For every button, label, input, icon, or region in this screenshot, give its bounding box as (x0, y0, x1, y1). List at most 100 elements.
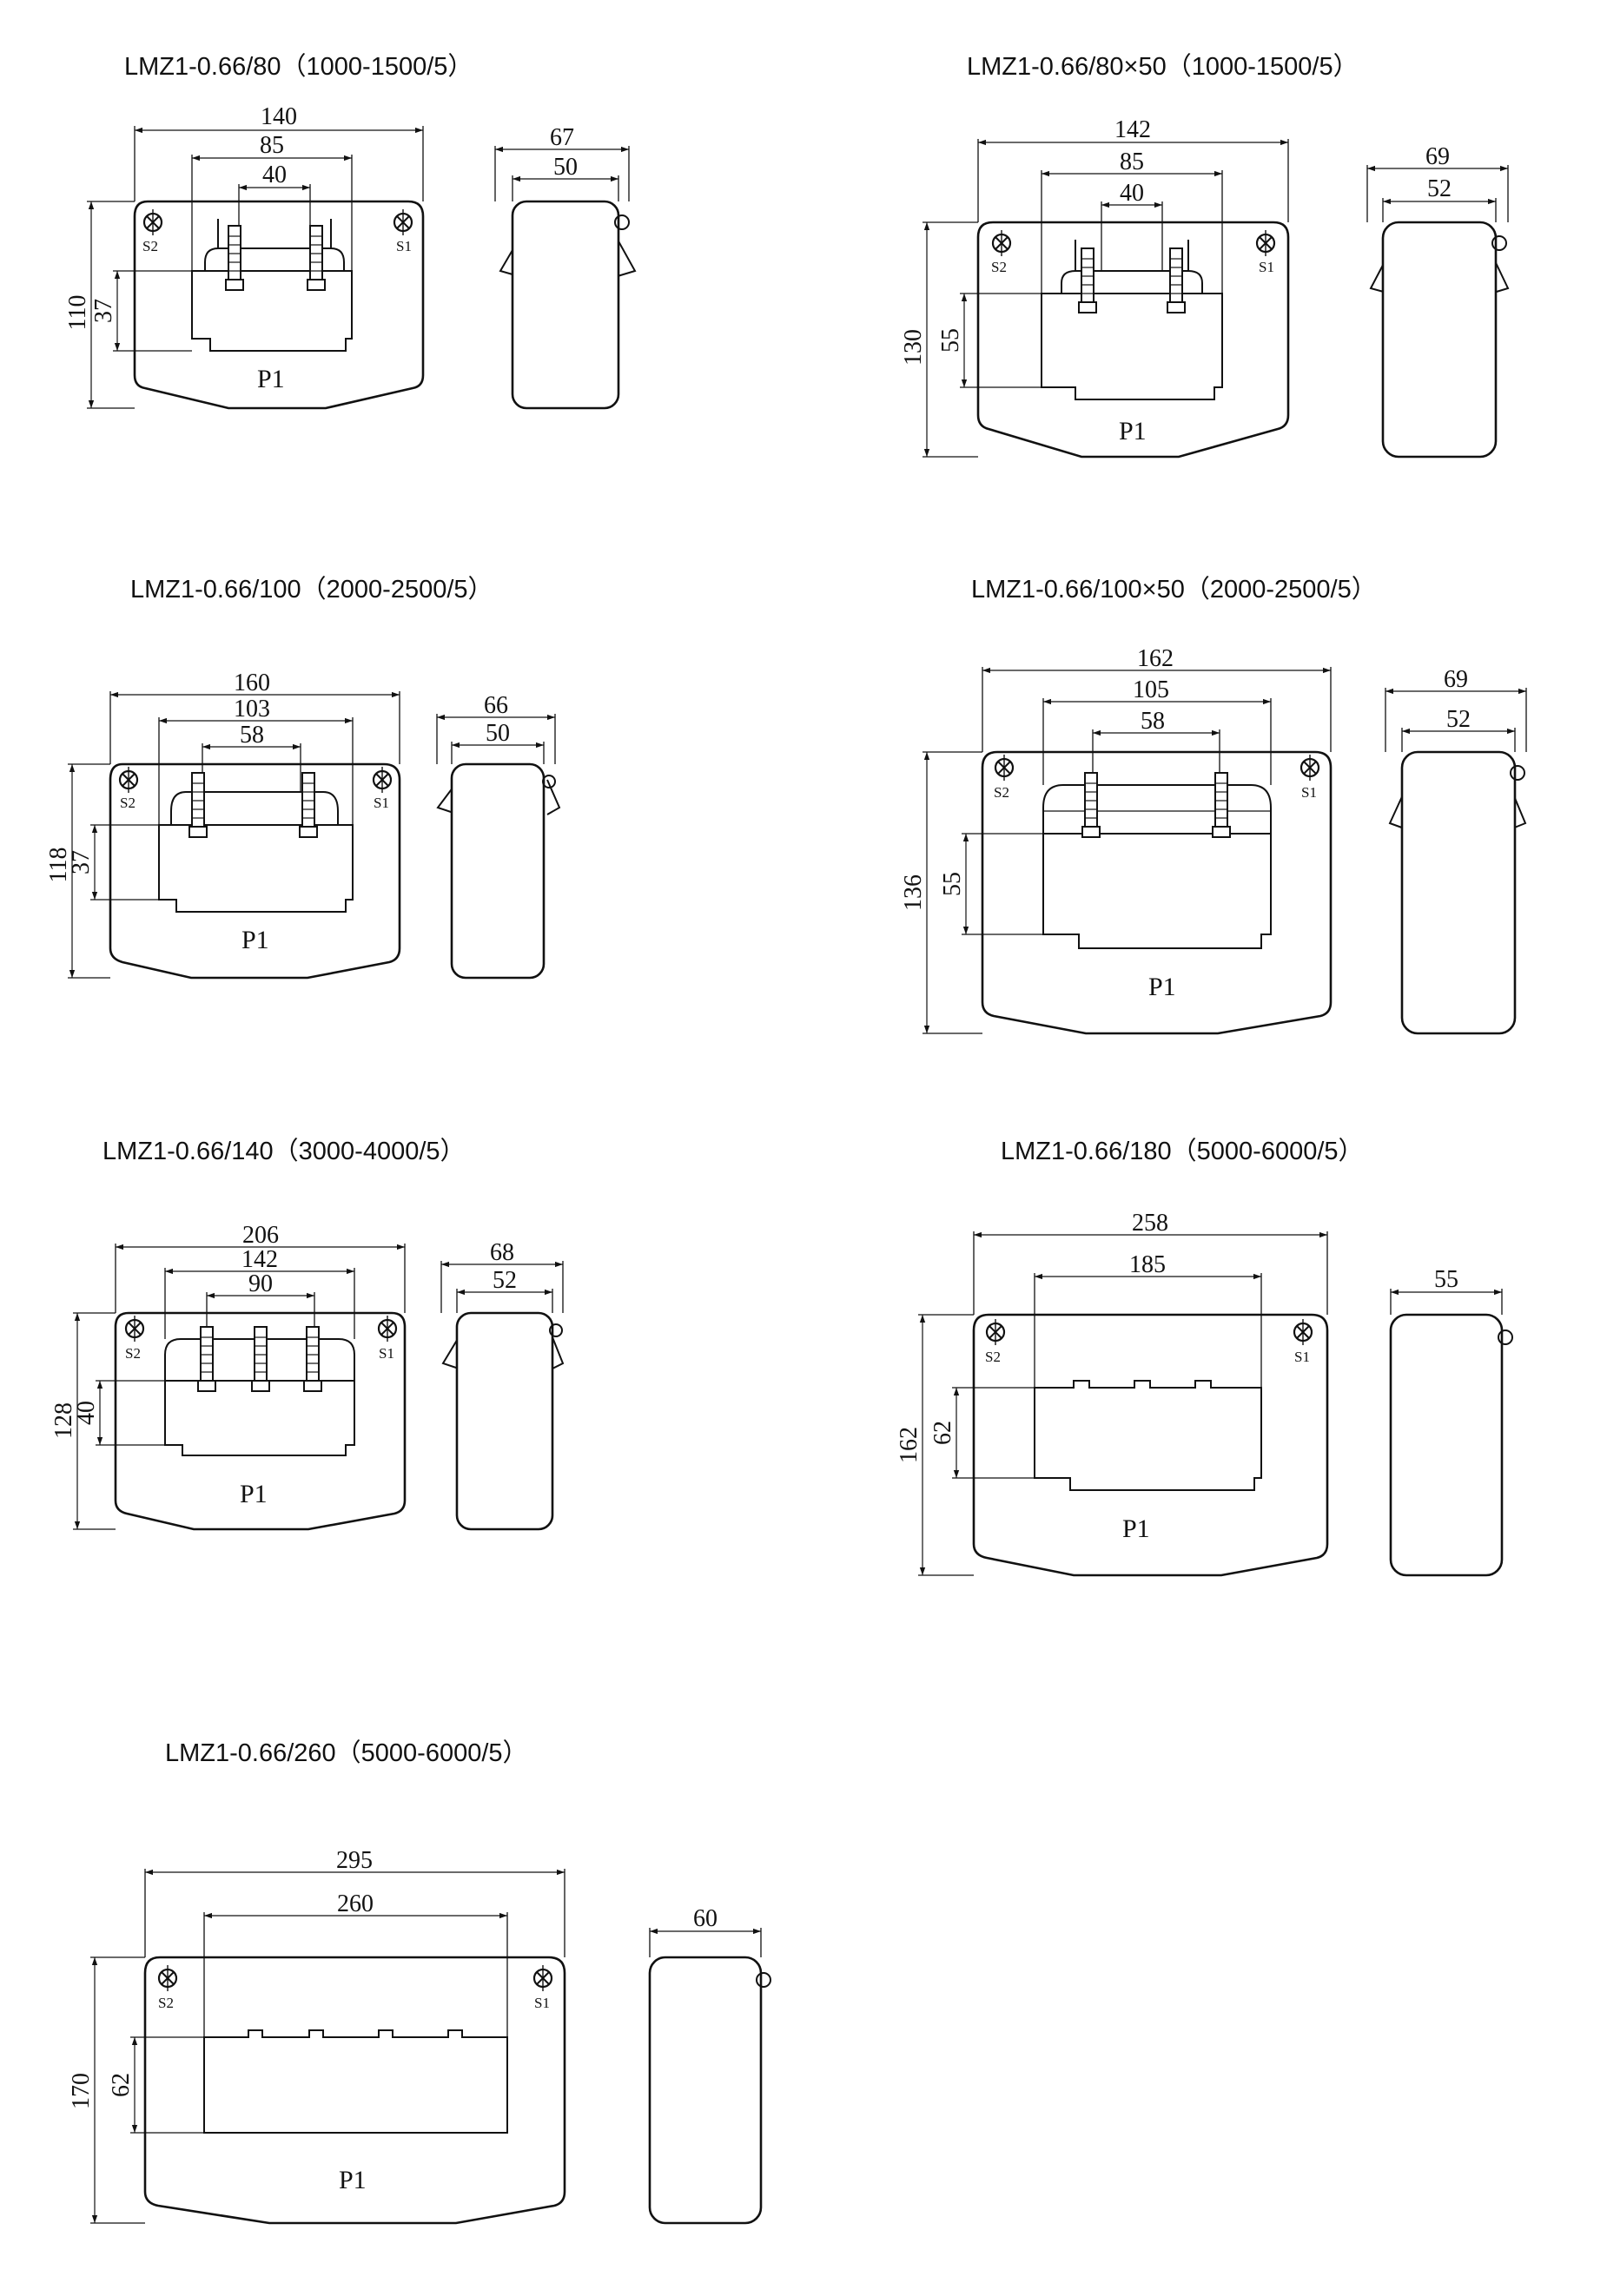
drawing-lmz1-80x50: LMZ1-0.66/80×50（1000-1500/5） S2 S1 P1 14… (900, 53, 1510, 459)
front-view: S2 S1 P1 (143, 1956, 566, 2225)
drawing-title: LMZ1-0.66/80（1000-1500/5） (124, 53, 473, 81)
side-view: 60 (648, 1905, 771, 2225)
dimension-lines: 142 85 40 130 55 (900, 116, 1289, 458)
mid-width-dim: 85 (1120, 148, 1144, 175)
drawing-title: LMZ1-0.66/100×50（2000-2500/5） (971, 576, 1377, 604)
mid-width-dim: 105 (1133, 676, 1169, 703)
s1-terminal-label: S1 (374, 795, 389, 811)
mid-width-dim: 185 (1129, 1251, 1166, 1278)
mid-width-dim: 260 (337, 1890, 374, 1917)
inner-width-dim: 58 (1141, 708, 1165, 735)
p1-label: P1 (1119, 417, 1147, 445)
height-dim: 162 (896, 1427, 923, 1463)
sub-height-dim: 55 (939, 872, 966, 896)
side-view: 66 50 (436, 692, 561, 980)
side-inner-width-dim: 52 (1446, 706, 1471, 733)
s1-terminal-label: S1 (379, 1345, 394, 1362)
width-dim: 142 (1114, 116, 1151, 143)
dimension-lines: 206 142 90 128 40 (50, 1222, 406, 1530)
drawing-title: LMZ1-0.66/260（5000-6000/5） (165, 1739, 528, 1767)
inner-width-dim: 90 (248, 1270, 273, 1297)
drawing-lmz1-100x50: LMZ1-0.66/100×50（2000-2500/5） S2 S1 P1 1… (900, 576, 1527, 1035)
front-view: S2 S1 P1 (114, 1311, 407, 1531)
front-view: S2 S1 P1 (109, 762, 401, 980)
width-dim: 295 (336, 1847, 373, 1874)
side-width-dim: 60 (693, 1905, 718, 1932)
width-dim: 258 (1132, 1210, 1168, 1237)
p1-label: P1 (1148, 973, 1176, 1001)
s2-terminal-label: S2 (994, 784, 1009, 801)
drawing-lmz1-140: LMZ1-0.66/140（3000-4000/5） S2 S1 P1 206 … (50, 1138, 565, 1531)
s2-terminal-label: S2 (985, 1349, 1001, 1365)
side-view: 67 50 (494, 124, 637, 410)
side-inner-width-dim: 52 (1427, 175, 1452, 202)
width-dim: 140 (261, 103, 297, 130)
width-dim: 162 (1137, 645, 1174, 672)
front-view: S2 S1 P1 (981, 750, 1333, 1035)
side-inner-width-dim: 50 (486, 720, 510, 747)
height-dim: 118 (45, 848, 72, 883)
s2-terminal-label: S2 (991, 259, 1007, 275)
p1-label: P1 (1122, 1514, 1150, 1543)
mid-width-dim: 103 (234, 696, 270, 722)
sub-height-dim: 62 (108, 2073, 135, 2097)
s2-terminal-label: S2 (142, 238, 158, 254)
dimension-lines: 162 105 58 136 55 (900, 645, 1332, 1034)
inner-width-dim: 58 (240, 722, 264, 749)
s1-terminal-label: S1 (396, 238, 412, 254)
s1-terminal-label: S1 (1301, 784, 1317, 801)
sub-height-dim: 55 (937, 328, 964, 353)
side-inner-width-dim: 52 (493, 1267, 517, 1294)
side-width-dim: 69 (1425, 143, 1450, 170)
inner-width-dim: 40 (262, 162, 287, 188)
inner-width-dim: 40 (1120, 180, 1144, 207)
drawing-lmz1-180: LMZ1-0.66/180（5000-6000/5） S2 S1 P1 258 … (896, 1138, 1513, 1577)
height-dim: 170 (68, 2073, 95, 2109)
height-dim: 130 (900, 329, 927, 366)
side-width-dim: 68 (490, 1239, 514, 1266)
drawing-lmz1-80: LMZ1-0.66/80（1000-1500/5） S2 S1 P1 140 8… (64, 53, 637, 410)
drawing-title: LMZ1-0.66/180（5000-6000/5） (1001, 1138, 1364, 1165)
drawing-lmz1-260: LMZ1-0.66/260（5000-6000/5） S2 S1 P1 295 … (68, 1739, 771, 2225)
p1-label: P1 (240, 1480, 268, 1508)
front-view: S2 S1 P1 (133, 200, 425, 410)
s2-terminal-label: S2 (120, 795, 136, 811)
side-view: 68 52 (440, 1239, 565, 1531)
p1-label: P1 (257, 365, 285, 393)
drawing-title: LMZ1-0.66/140（3000-4000/5） (103, 1138, 466, 1165)
side-view: 69 52 (1385, 666, 1527, 1035)
s2-terminal-label: S2 (125, 1345, 141, 1362)
width-dim: 160 (234, 670, 270, 696)
side-width-dim: 67 (550, 124, 574, 151)
mid-width-dim: 142 (241, 1246, 278, 1273)
side-width-dim: 69 (1444, 666, 1468, 693)
side-view: 69 52 (1366, 143, 1510, 459)
side-view: 55 (1389, 1266, 1513, 1577)
s2-terminal-label: S2 (158, 1995, 174, 2011)
side-width-dim: 66 (484, 692, 508, 719)
height-dim: 110 (64, 295, 91, 331)
drawing-title: LMZ1-0.66/100（2000-2500/5） (130, 576, 493, 604)
sub-height-dim: 40 (73, 1401, 100, 1425)
p1-label: P1 (241, 926, 269, 954)
side-inner-width-dim: 50 (553, 154, 578, 181)
dimension-lines: 295 260 170 62 (68, 1847, 565, 2224)
height-dim: 128 (50, 1402, 77, 1439)
drawing-lmz1-100: LMZ1-0.66/100（2000-2500/5） S2 S1 P1 160 … (45, 576, 561, 980)
sub-height-dim: 37 (68, 850, 95, 874)
dimension-lines: 258 185 162 62 (896, 1210, 1328, 1576)
dimension-lines: 160 103 58 118 37 (45, 670, 400, 979)
p1-label: P1 (339, 2166, 367, 2194)
s1-terminal-label: S1 (1294, 1349, 1310, 1365)
s1-terminal-label: S1 (1259, 259, 1274, 275)
s1-terminal-label: S1 (534, 1995, 550, 2011)
sub-height-dim: 37 (90, 299, 117, 323)
dimension-lines: 140 85 40 110 37 (64, 103, 424, 409)
drawing-title: LMZ1-0.66/80×50（1000-1500/5） (967, 53, 1359, 81)
sub-height-dim: 62 (929, 1421, 956, 1445)
width-dim: 206 (242, 1222, 279, 1249)
front-view: S2 S1 P1 (976, 221, 1290, 459)
front-view: S2 S1 P1 (972, 1313, 1329, 1577)
mid-width-dim: 85 (260, 132, 284, 159)
